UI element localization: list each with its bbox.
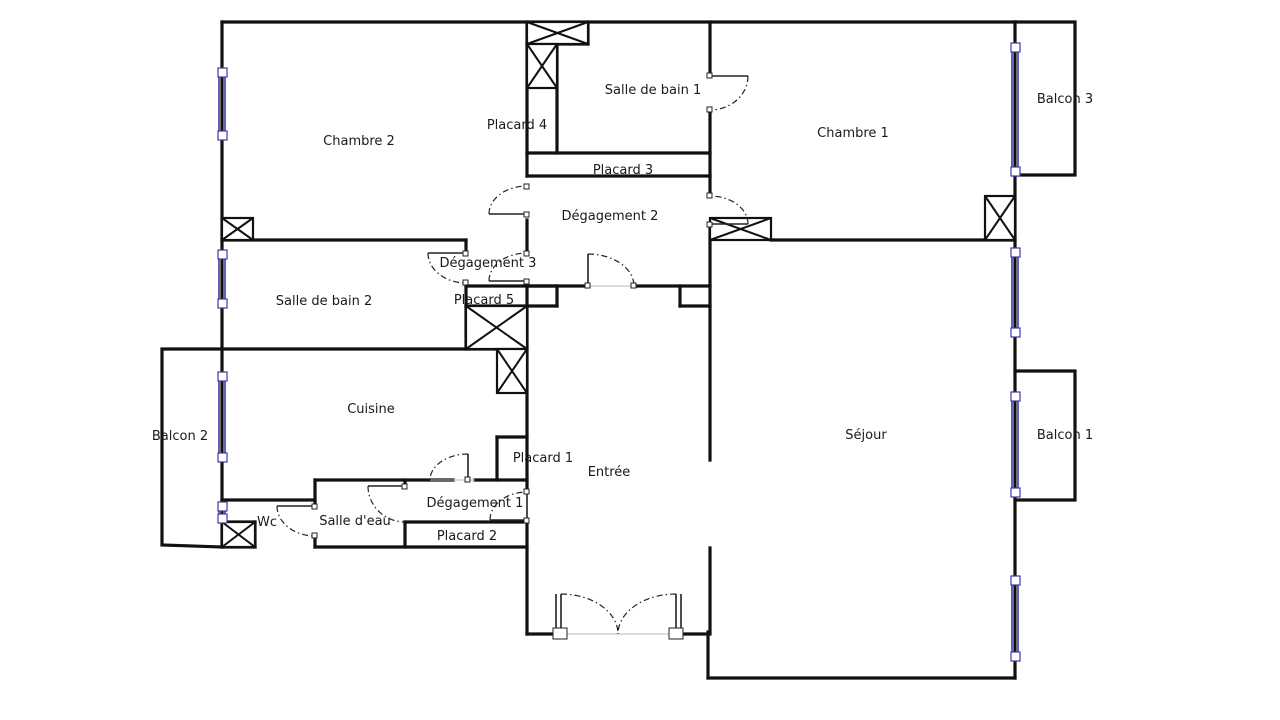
- label-salle-de-bain-2: Salle de bain 2: [276, 294, 372, 309]
- label-salle-d-eau: Salle d'eau: [319, 514, 391, 529]
- interior-walls: [220, 20, 1017, 636]
- label-placard-2: Placard 2: [437, 529, 497, 544]
- shaft-chambre-2: [220, 216, 255, 242]
- balconies: [160, 20, 1077, 549]
- window-cuisine: [217, 371, 228, 463]
- door-chambre-1: [706, 192, 749, 228]
- outer-walls: [220, 20, 1017, 680]
- door-salle-de-bain-1: [706, 72, 749, 113]
- shaft-placard-5: [464, 304, 529, 351]
- label-cuisine: Cuisine: [347, 402, 395, 417]
- label-chambre-2: Chambre 2: [323, 134, 395, 149]
- shaft-chambre-1: [983, 194, 1017, 242]
- door-placard-1: [489, 488, 530, 524]
- label-entree: Entrée: [588, 465, 631, 480]
- window-sejour-3: [1010, 575, 1021, 662]
- door-wc: [276, 503, 318, 539]
- label-wc: Wc: [257, 515, 277, 530]
- shaft-placard-4: [525, 42, 559, 90]
- door-degagement-2: [584, 253, 637, 289]
- door-chambre-2: [488, 183, 530, 218]
- label-degagement-3: Dégagement 3: [440, 256, 537, 271]
- window-sejour-1: [1010, 247, 1021, 338]
- label-balcon-2: Balcon 2: [152, 429, 208, 444]
- door-salle-d-eau: [367, 483, 408, 523]
- shaft-cuisine: [495, 347, 529, 395]
- door-salle-de-bain-2: [427, 250, 469, 286]
- label-placard-4: Placard 4: [487, 118, 547, 133]
- window-sejour-2: [1010, 391, 1021, 498]
- door-entree-double: [552, 593, 684, 640]
- window-salle-de-bain-2: [217, 249, 228, 309]
- shaft-wc: [220, 520, 257, 549]
- doors: [276, 72, 749, 640]
- door-degagement-3: [488, 250, 530, 285]
- window-chambre-1: [1010, 42, 1021, 177]
- label-balcon-1: Balcon 1: [1037, 428, 1093, 443]
- shaft-top: [525, 20, 590, 46]
- label-balcon-3: Balcon 3: [1037, 92, 1093, 107]
- label-placard-3: Placard 3: [593, 163, 653, 178]
- shaft-degagement-2: [708, 216, 773, 242]
- label-degagement-1: Dégagement 1: [427, 496, 524, 511]
- technical-shafts: [220, 20, 1017, 549]
- window-wc: [217, 501, 228, 524]
- window-chambre-2: [217, 67, 228, 141]
- label-salle-de-bain-1: Salle de bain 1: [605, 83, 701, 98]
- label-placard-1: Placard 1: [513, 451, 573, 466]
- label-placard-5: Placard 5: [454, 293, 514, 308]
- room-labels: Chambre 2 Placard 4 Salle de bain 1 Cham…: [152, 83, 1093, 544]
- label-sejour: Séjour: [845, 428, 887, 443]
- label-degagement-2: Dégagement 2: [562, 209, 659, 224]
- label-chambre-1: Chambre 1: [817, 126, 889, 141]
- door-cuisine: [429, 453, 475, 483]
- windows: [217, 42, 1021, 662]
